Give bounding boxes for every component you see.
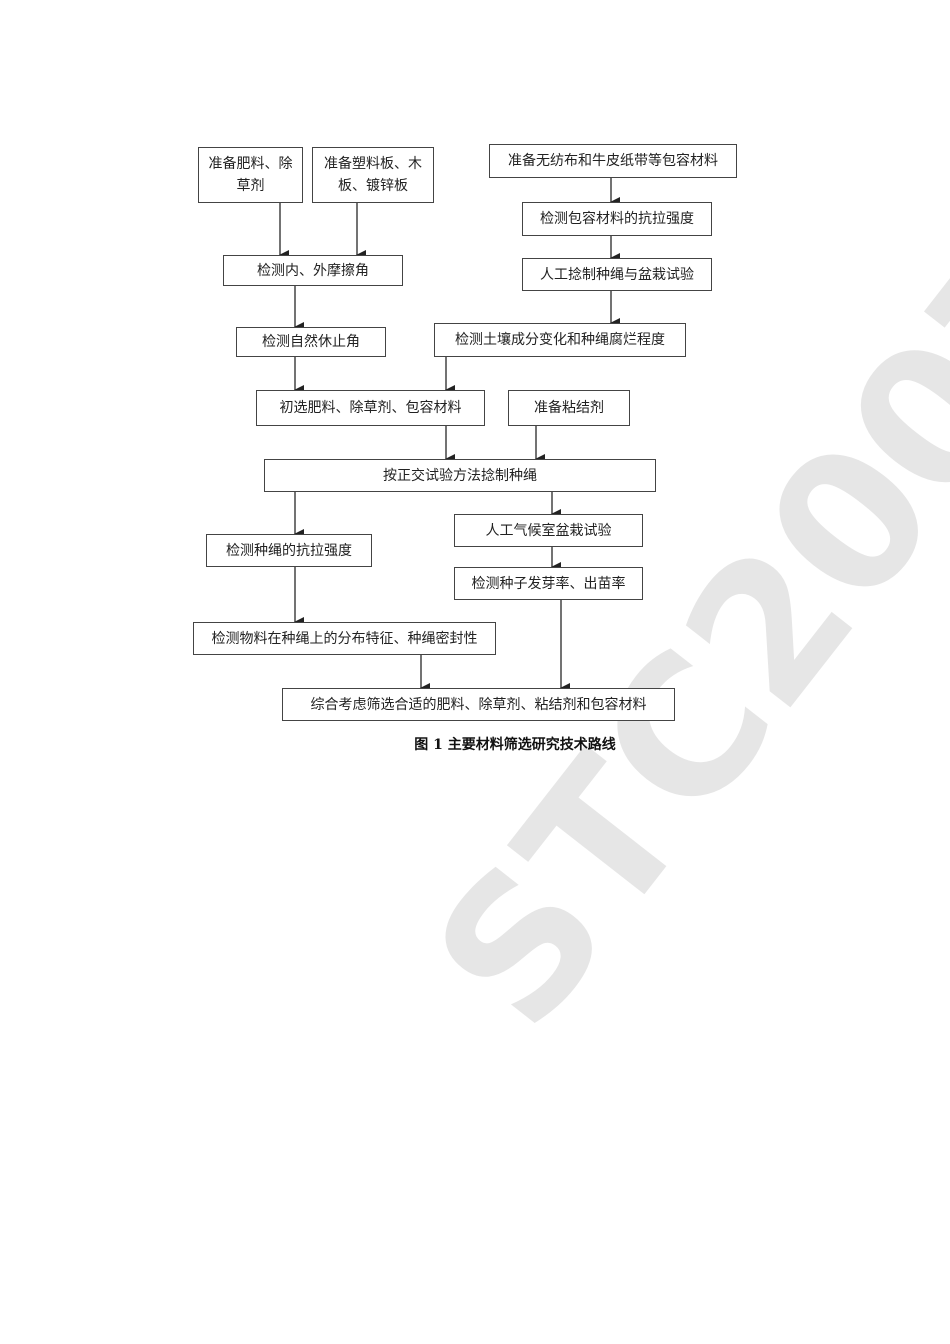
node-prep-binder: 准备粘结剂 [508,390,630,426]
node-prep-fertilizer: 准备肥料、除草剂 [198,147,303,203]
node-test-friction: 检测内、外摩擦角 [223,255,403,286]
node-preselect: 初选肥料、除草剂、包容材料 [256,390,485,426]
node-manual-rope-pot: 人工捻制种绳与盆栽试验 [522,258,712,291]
node-test-soil: 检测土壤成分变化和种绳腐烂程度 [434,323,686,357]
node-orthogonal: 按正交试验方法捻制种绳 [264,459,656,492]
figure-caption: 图 1 主要材料筛选研究技术路线 [414,737,616,753]
node-test-wrap-strength: 检测包容材料的抗拉强度 [522,202,712,236]
node-climate-pot: 人工气候室盆栽试验 [454,514,643,547]
node-test-germination: 检测种子发芽率、出苗率 [454,567,643,600]
node-prep-boards: 准备塑料板、木板、镀锌板 [312,147,434,203]
node-test-distribution: 检测物料在种绳上的分布特征、种绳密封性 [193,622,496,655]
node-test-rope-strength: 检测种绳的抗拉强度 [206,534,372,567]
node-final: 综合考虑筛选合适的肥料、除草剂、粘结剂和包容材料 [282,688,675,721]
node-test-repose: 检测自然休止角 [236,327,386,357]
node-prep-wrap: 准备无纺布和牛皮纸带等包容材料 [489,144,737,178]
